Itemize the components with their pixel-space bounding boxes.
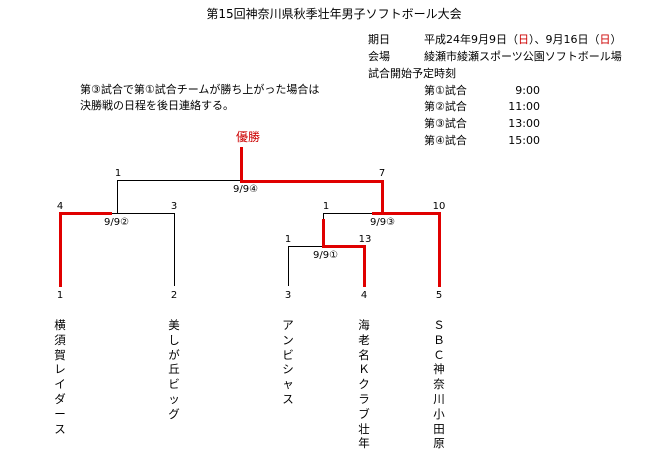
date-value: 平成24年9月9日（日）、9月16日（日） [424, 33, 622, 46]
score-m2-right: 3 [170, 201, 178, 212]
team-name: 横須賀レイダース [54, 318, 66, 436]
match-label-m2: 9/9② [104, 217, 130, 228]
seed-number: 2 [170, 290, 178, 301]
seed-number: 1 [56, 290, 64, 301]
bracket-line [288, 246, 289, 286]
team-name: ＳＢＣ神奈川小田原 [433, 318, 445, 451]
schedule-match-label: 第④試合 [424, 134, 467, 147]
winner-path-line [322, 219, 325, 248]
note-line: 決勝戦の日程を後日連絡する。 [80, 99, 234, 112]
bracket-line [110, 213, 175, 214]
schedule-match-label: 第②試合 [424, 100, 467, 113]
schedule-match-time: 15:00 [508, 134, 540, 147]
schedule-match-label: 第③試合 [424, 117, 467, 130]
team-name: 海老名Ｋクラブ壮年 [358, 318, 370, 451]
score-final-right: 7 [378, 168, 386, 179]
bracket-line [288, 246, 324, 247]
winner-path-line [363, 245, 366, 287]
seed-number: 5 [435, 290, 443, 301]
match-label-m3: 9/9③ [370, 217, 396, 228]
score-m1-right: 13 [358, 234, 372, 245]
page-title: 第15回神奈川県秋季壮年男子ソフトボール大会 [206, 7, 462, 21]
venue-label: 会場 [368, 50, 390, 63]
winner-path-line [438, 212, 441, 287]
winner-path-line [59, 212, 62, 287]
seed-number: 3 [284, 290, 292, 301]
score-m3-right: 10 [432, 201, 446, 212]
schedule-label: 試合開始予定時刻 [368, 67, 456, 80]
schedule-match-time: 9:00 [515, 84, 540, 97]
winner-path-line [322, 245, 366, 248]
bracket-line [323, 213, 373, 214]
team-name: アンビシャス [282, 318, 294, 406]
note-line: 第③試合で第①試合チームが勝ち上がった場合は [80, 83, 320, 96]
score-final-left: 1 [114, 168, 122, 179]
winner-path-line [240, 147, 243, 182]
schedule-match-time: 11:00 [508, 100, 540, 113]
winner-path-line [59, 212, 112, 215]
team-name: 美しが丘ビッグ [168, 318, 180, 421]
venue-value: 綾瀬市綾瀬スポーツ公園ソフトボール場 [424, 50, 622, 63]
bracket-line [117, 180, 118, 214]
match-label-m1: 9/9① [313, 250, 339, 261]
schedule-match-time: 13:00 [508, 117, 540, 130]
bracket-line [174, 213, 175, 286]
winner-path-line [381, 180, 384, 215]
bracket-line [323, 213, 324, 221]
date-label: 期日 [368, 33, 390, 46]
bracket-line [117, 180, 248, 181]
champion-label: 優勝 [235, 130, 260, 144]
winner-path-line [240, 180, 383, 183]
seed-number: 4 [360, 290, 368, 301]
winner-path-line [372, 212, 441, 215]
match-label-m4: 9/9④ [233, 184, 259, 195]
score-m2-left: 4 [56, 201, 64, 212]
score-m3-left: 1 [322, 201, 330, 212]
score-m1-left: 1 [284, 234, 292, 245]
schedule-match-label: 第①試合 [424, 84, 467, 97]
